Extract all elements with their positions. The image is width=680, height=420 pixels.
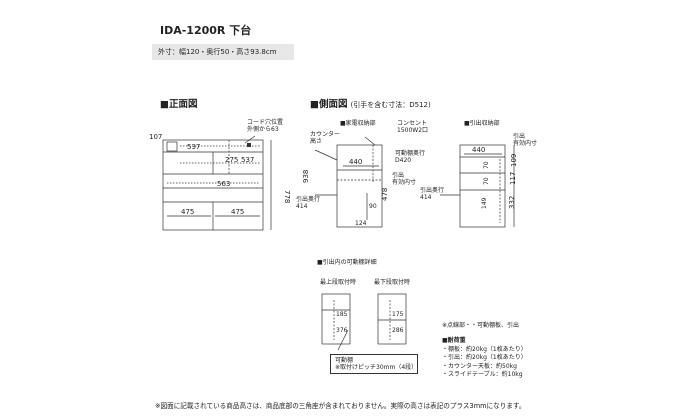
outlet-note: コンセント 1500W2口: [397, 120, 428, 134]
outlet-note-line-2: 1500W2口: [397, 127, 429, 134]
outlet-leader: [364, 136, 376, 146]
load-slide-table: ・スライドテーブル：約10kg: [442, 371, 523, 378]
appliance-drawer-inner-line-2: 有効内寸: [392, 179, 417, 186]
load-counter: ・カウンター天板：約50kg: [442, 362, 517, 370]
front-view-diagram: 107 537 275 537 563 475 475 778: [149, 133, 291, 231]
detail-top-376: 376: [336, 327, 348, 334]
detail-bottom-286: 286: [392, 327, 404, 334]
drawer-section-label: ■引出収納部: [464, 120, 500, 127]
counter-leader: [314, 149, 338, 161]
appliance-side-diagram: 440 938 478 90 124: [302, 136, 389, 228]
counter-note-line-2: 高さ: [310, 138, 323, 145]
footer-note: ※図面に記載されている商品高さは、商品底部の三角座が含まれておりません。実際の高…: [155, 402, 526, 410]
cord-note-line-2: 外側から63: [247, 126, 279, 133]
detail-heading: ■引出内の可動棚詳細: [317, 259, 377, 266]
drawer-inner-70b: 70: [483, 177, 490, 185]
drawer-side-diagram: 440 70 70 149 109 117 332: [440, 144, 518, 228]
movable-note-line-1: 可動棚奥行: [395, 150, 426, 157]
cord-note: コード穴位置 外側から63: [247, 119, 283, 133]
appliance-drawer-inner-line-1: 引出: [392, 172, 405, 179]
outlet-note-line-1: コンセント: [397, 120, 428, 127]
dim-475-right: 475: [231, 208, 244, 216]
detail-diagram: 185 376 175 286: [321, 293, 407, 350]
detail-top-outline: [321, 293, 351, 345]
load-capacity-list: ■耐荷重 ・棚板：約20kg（1枚あたり） ・引出：約20kg（1枚あたり） ・…: [442, 337, 527, 380]
appliance-drawer-depth-line-1: 引出奥行: [296, 196, 321, 203]
appliance-inner-90: 90: [369, 203, 377, 210]
drawer-depth-note: 引出奥行 414: [420, 187, 444, 201]
drawer-inner-note: 引出 有効内寸: [513, 133, 537, 147]
movable-note-line-2: D420: [395, 157, 412, 164]
dim-475-left: 475: [181, 208, 194, 216]
detail-note-leader: [337, 329, 349, 350]
load-drawer: ・引出：約20kg（1枚あたり）: [442, 354, 527, 361]
side-view-title: ■側面図: [310, 99, 348, 110]
dim-537-top: 537: [187, 143, 200, 151]
detail-bottom-175: 175: [392, 311, 404, 318]
counter-height-note: カウンター 高さ: [310, 131, 340, 145]
appliance-inner-124: 124: [355, 220, 367, 227]
detail-bottom-outline: [377, 293, 407, 345]
front-view-heading: ■正面図: [160, 99, 198, 110]
appliance-outline: [336, 144, 383, 228]
cord-hole-marker: [247, 143, 251, 147]
detail-note-line-1: 可動棚: [335, 357, 354, 364]
drawer-inner-70a: 70: [483, 161, 490, 169]
dim-563: 563: [217, 180, 230, 188]
detail-note-line-2: ※取付けピッチ30mm（4段）: [335, 364, 418, 371]
load-title: ■耐荷重: [442, 337, 466, 344]
load-shelf: ・棚板：約20kg（1枚あたり）: [442, 345, 527, 353]
drawer-depth-line-1: 引出奥行: [420, 187, 445, 194]
appliance-drawer-depth-line-2: 414: [296, 203, 308, 210]
dim-275: 275: [225, 156, 238, 164]
drawer-outline: [459, 144, 506, 228]
dimensions-badge: 外寸：幅120・奥行50・高さ93.8cm: [152, 44, 294, 60]
dim-107: 107: [149, 133, 162, 141]
appliance-drawer-inner-note: 引出 有効内寸: [392, 172, 416, 186]
dotted-legend: ※点線部・・可動棚板、引出: [442, 322, 520, 329]
appliance-height-938: 938: [302, 170, 310, 183]
page-title: IDA-1200R 下台: [160, 24, 252, 37]
appliance-width-label: 440: [349, 158, 362, 166]
cord-note-line-1: コード穴位置: [247, 119, 284, 126]
appliance-section-label: ■家電収納部: [340, 120, 376, 127]
counter-note-line-1: カウンター: [310, 131, 341, 138]
dim-537-mid: 537: [241, 156, 254, 164]
side-view-note: (引手を含む寸法：D512): [350, 101, 431, 109]
drawer-width-label: 440: [472, 146, 485, 154]
detail-note-box: 可動棚 ※取付けピッチ30mm（4段）: [330, 354, 418, 374]
drawer-inner-line-2: 有効内寸: [513, 140, 538, 147]
cord-leader-line: [244, 135, 256, 144]
side-view-heading: ■側面図(引手を含む寸法：D512): [310, 96, 431, 110]
detail-top-185: 185: [336, 311, 348, 318]
drawer-inner-149: 149: [481, 197, 488, 209]
drawer-inner-line-1: 引出: [513, 133, 526, 140]
movable-shelf-note: 可動棚奥行 D420: [395, 150, 425, 164]
cord-hole: [166, 141, 178, 152]
appliance-height-478: 478: [381, 188, 389, 201]
appliance-drawer-depth-note: 引出奥行 414: [296, 196, 320, 210]
dim-778: 778: [283, 190, 291, 203]
detail-top-label: 最上段取付時: [320, 279, 357, 286]
detail-bottom-label: 最下段取付時: [374, 279, 411, 286]
drawer-outer-332: 332: [508, 196, 516, 209]
drawer-depth-line-2: 414: [420, 194, 432, 201]
drawer-outer-117: 117: [509, 172, 517, 185]
drawer-outer-109: 109: [510, 154, 518, 167]
